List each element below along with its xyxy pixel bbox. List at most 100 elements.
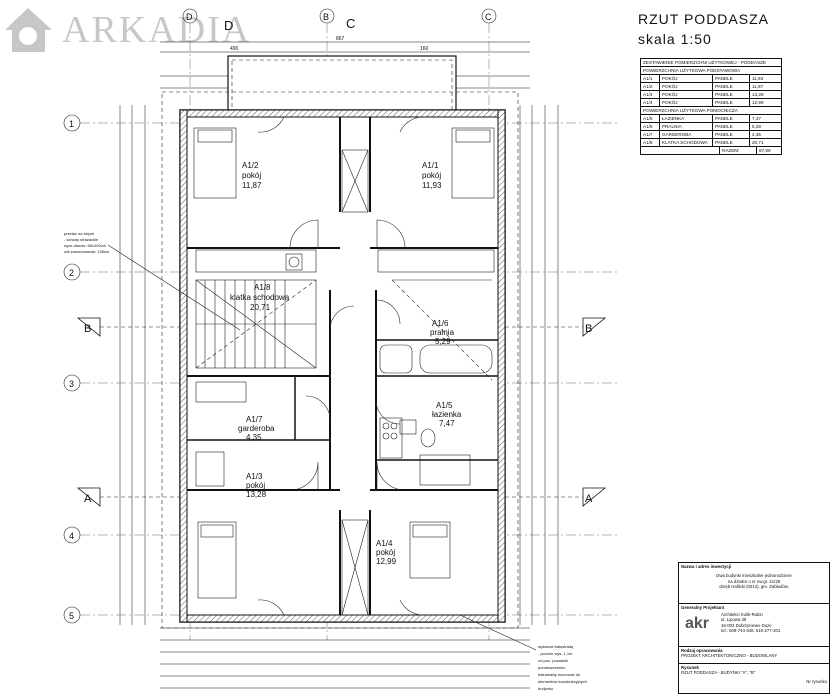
svg-text:A1/4: A1/4 (376, 539, 393, 548)
svg-text:B: B (84, 323, 91, 335)
table-cell-id: A1/6 (643, 124, 653, 129)
table-cell-name: POKÓJ (659, 91, 712, 98)
table-cell-area: 11,87 (749, 83, 774, 90)
designer-line: tel.: 509-744-346; 510-277-201 (721, 628, 781, 634)
bed (197, 521, 237, 599)
table-cell-floor: PANELE (712, 99, 749, 106)
plan-scale: skala 1:50 (638, 31, 712, 47)
svg-text:D: D (224, 18, 233, 33)
outer-walls (179, 109, 506, 623)
type-label: Rodzaj opracowania (681, 648, 723, 653)
svg-text:przełaz na strych: przełaz na strych (64, 231, 94, 236)
toilet (420, 428, 436, 448)
svg-text:2: 2 (69, 268, 74, 278)
drawing-label: Rysunek (681, 665, 699, 670)
table-cell-area: 20,71 (749, 139, 774, 146)
table-cell-name: ŁAZIENKA (659, 115, 712, 122)
total-label: RAZEM: (719, 147, 756, 154)
table-cell-area: 13,28 (749, 91, 774, 98)
table-cell-area: 12,99 (749, 99, 774, 106)
svg-text:balustradę mocować do: balustradę mocować do (538, 672, 581, 677)
svg-text:pokój: pokój (242, 171, 261, 180)
wardrobe (195, 249, 317, 273)
svg-text:20,71: 20,71 (250, 303, 271, 312)
svg-text:pokój: pokój (376, 548, 395, 557)
table-cell-floor: PANELE (712, 139, 749, 146)
table-cell-floor: PANELE (712, 123, 749, 130)
table-cell-floor: PANELE (712, 131, 749, 138)
bed (451, 127, 495, 199)
table-cell-id: A1/7 (643, 132, 653, 137)
table-cell-id: A1/2 (643, 84, 653, 89)
investment-line: Dwa budynki mieszkalne jednorodzinne (716, 573, 792, 579)
svg-text:pokój: pokój (246, 481, 265, 490)
svg-text:A1/6: A1/6 (432, 319, 449, 328)
watermark-brand: ARKADIA (62, 9, 251, 51)
room-a1-6: A1/6 pralnia 5,29 (430, 319, 455, 346)
total-value: 87,89 (756, 147, 781, 154)
roof-outline (161, 91, 519, 629)
svg-text:1: 1 (69, 119, 74, 129)
designer-label: Generalny Projektant (681, 605, 725, 610)
table-cell-id: A1/4 (643, 100, 653, 105)
section-basic: POWIERZCHNIA UŻYTKOWA PODSTAWOWA (641, 67, 781, 75)
svg-text:D: D (186, 12, 193, 22)
investment-line: na działce o nr ew.gr. 21/29 (727, 578, 781, 584)
room-a1-7: A1/7 garderoba 4,35 (238, 415, 275, 442)
table-cell-name: POKÓJ (659, 99, 712, 106)
svg-text:5,29: 5,29 (435, 337, 451, 346)
plan-title: RZUT PODDASZA (638, 11, 769, 27)
svg-text:elementów konstrukcyjnych: elementów konstrukcyjnych (538, 679, 587, 684)
house-logo-icon (5, 8, 52, 52)
table-cell-name: PRALNIA (659, 123, 712, 130)
svg-text:wykonać balustradę: wykonać balustradę (538, 644, 574, 649)
table-cell-floor: PANELE (712, 115, 749, 122)
hatch-note: przełaz na strych - schody strażackie wy… (64, 231, 241, 331)
bathtub (419, 344, 493, 374)
balcony (227, 55, 457, 113)
bed (193, 127, 237, 199)
svg-text:łazienka: łazienka (432, 410, 462, 419)
svg-text:A1/1: A1/1 (422, 161, 439, 170)
table-cell-floor: PANELE (712, 75, 749, 82)
area-summary-table: ZESTAWIENIE POMIERZCHNI UŻYTKOWEJ - PODD… (640, 58, 782, 155)
table-cell-name: POKÓJ (659, 83, 712, 90)
svg-text:pralnia: pralnia (430, 328, 455, 337)
svg-text:11,87: 11,87 (242, 181, 262, 190)
drawing-name: RZUT PODDASZA - BUDYNKI "A", "B" (681, 670, 756, 676)
interior-walls (187, 117, 498, 616)
svg-text:3: 3 (69, 379, 74, 389)
room-a1-8: A1/8 klatka schodowa 20,71 (230, 283, 290, 312)
table-cell-name: KLATKA SCHODOWA (659, 139, 712, 146)
table-cell-id: A1/8 (643, 140, 653, 145)
svg-text:od poz. posadzki: od poz. posadzki (538, 658, 568, 663)
designer-line: Architekci Kulik-Rubin (721, 612, 763, 617)
bottom-note: wykonać balustradę - poziom wys. 1,1m od… (459, 614, 587, 691)
room-a1-4: A1/4 pokój 12,99 (376, 539, 397, 566)
svg-text:A: A (84, 493, 92, 505)
watermark: ARKADIA (5, 8, 251, 52)
investor-label: Nazwa i adres inwestycji (681, 564, 732, 569)
furniture (193, 127, 495, 599)
svg-text:budynku: budynku (538, 686, 553, 691)
stairs (195, 279, 493, 381)
table-cell-area: 7,47 (749, 115, 774, 122)
svg-text:5: 5 (69, 611, 74, 621)
svg-text:wym.otworu: 60x100cm: wym.otworu: 60x100cm (64, 243, 107, 248)
project-type: PROJEKT ARCHITEKTONICZNO - BUDOWLANY (681, 653, 778, 659)
svg-text:A1/5: A1/5 (436, 401, 453, 410)
svg-text:4,35: 4,35 (246, 433, 262, 442)
svg-text:pokój: pokój (422, 171, 441, 180)
table-cell-id: A1/5 (643, 116, 653, 121)
title-block: Nazwa i adres inwestycji Dwa budynki mie… (678, 562, 830, 694)
svg-text:A1/2: A1/2 (242, 161, 259, 170)
room-a1-5: A1/5 łazienka 7,47 (432, 401, 462, 428)
svg-text:A1/3: A1/3 (246, 472, 263, 481)
svg-text:A1/8: A1/8 (254, 283, 271, 292)
